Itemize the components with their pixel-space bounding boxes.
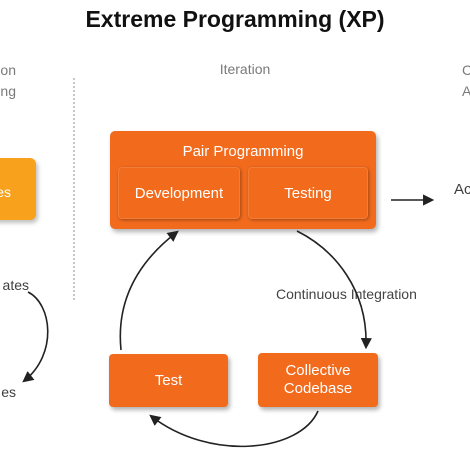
left-process-box-label: es	[0, 184, 11, 200]
arrow-left-loop	[22, 291, 49, 383]
left-column-header: on ing	[0, 60, 16, 102]
left-lower-label: es	[1, 384, 16, 400]
arrow-codebase-to-test	[149, 410, 319, 448]
collective-codebase-box: Collective Codebase	[258, 353, 378, 407]
output-label: Ac	[454, 181, 470, 198]
diagram-title: Extreme Programming (XP)	[85, 6, 385, 32]
arrow-testing-to-codebase	[296, 230, 372, 350]
column-divider	[73, 78, 75, 300]
development-box: Development	[118, 167, 240, 219]
right-column-header-line-2: A	[462, 83, 470, 99]
pair-programming-box: Pair Programming Development Testing	[110, 131, 376, 229]
test-label: Test	[154, 372, 183, 389]
left-column-header-line-1: on	[0, 62, 16, 78]
right-column-header: C A	[462, 60, 470, 102]
right-column-header-line-1: C	[462, 62, 470, 78]
left-column-header-line-2: ing	[0, 83, 16, 99]
pair-programming-title: Pair Programming	[182, 143, 304, 160]
continuous-integration-label: Continuous Integration	[276, 286, 417, 302]
testing-box: Testing	[248, 167, 368, 219]
arrow-test-to-development	[119, 230, 179, 351]
development-label: Development	[134, 184, 224, 202]
testing-label: Testing	[284, 184, 332, 202]
left-upper-label: ates	[2, 277, 29, 293]
left-process-box	[0, 158, 36, 220]
collective-codebase-line-1: Collective	[285, 362, 351, 379]
iteration-column-header: Iteration	[219, 61, 271, 77]
collective-codebase-line-2: Codebase	[283, 380, 353, 397]
collective-codebase-label: Collective Codebase	[284, 362, 352, 398]
test-box: Test	[109, 354, 228, 407]
